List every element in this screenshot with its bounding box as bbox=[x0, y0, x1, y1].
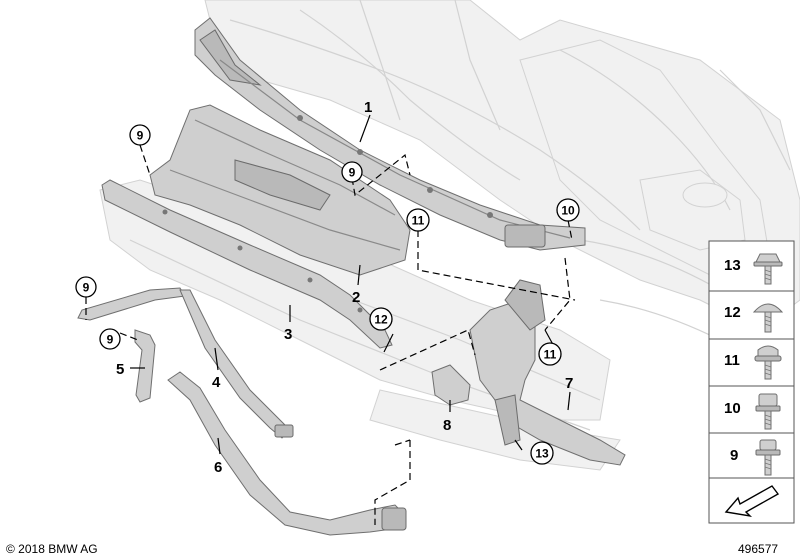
label-part-8: 8 bbox=[443, 417, 451, 434]
svg-text:9: 9 bbox=[349, 166, 356, 180]
hex-bolt-icon bbox=[755, 393, 781, 430]
callout-11-top: 11 bbox=[406, 208, 430, 232]
callout-9-shield: 9 bbox=[129, 124, 151, 146]
circled-callouts: 9 9 9 9 10 11 11 12 bbox=[75, 124, 580, 465]
label-part-5: 5 bbox=[116, 361, 124, 378]
legend-number-13: 13 bbox=[724, 257, 741, 274]
label-part-4: 4 bbox=[212, 374, 221, 391]
part-2-air-guide-shield bbox=[149, 104, 411, 276]
label-part-7: 7 bbox=[565, 375, 573, 392]
svg-text:9: 9 bbox=[137, 129, 144, 143]
leader-lines bbox=[85, 114, 576, 525]
svg-text:11: 11 bbox=[412, 214, 425, 228]
flange-screw-icon bbox=[755, 439, 781, 476]
callout-9-center: 9 bbox=[341, 161, 363, 183]
label-part-3: 3 bbox=[284, 326, 292, 343]
callout-13: 13 bbox=[530, 441, 554, 465]
callout-10: 10 bbox=[556, 198, 580, 222]
part-number-labels: 1 2 3 4 5 6 7 8 bbox=[116, 99, 573, 476]
part-6-lower-strut bbox=[167, 371, 407, 536]
label-part-6: 6 bbox=[214, 459, 222, 476]
collar-screw-icon bbox=[754, 345, 782, 380]
direction-arrow-icon bbox=[724, 485, 780, 518]
svg-text:9: 9 bbox=[83, 281, 90, 295]
svg-text:11: 11 bbox=[544, 348, 557, 362]
image-number: 496577 bbox=[738, 542, 778, 556]
part-8-mounting-plate bbox=[431, 364, 471, 406]
callout-9-bracket: 9 bbox=[99, 328, 121, 350]
svg-text:10: 10 bbox=[561, 204, 575, 218]
legend-number-10: 10 bbox=[724, 400, 741, 417]
label-part-1: 1 bbox=[364, 99, 372, 116]
part-5-bracket bbox=[134, 329, 156, 403]
hex-flange-screw-icon bbox=[753, 253, 783, 285]
fastener-legend: 13 12 11 10 9 bbox=[708, 240, 795, 524]
svg-text:12: 12 bbox=[374, 313, 388, 327]
legend-number-11: 11 bbox=[724, 352, 740, 369]
part-1-upper-cross-member bbox=[194, 17, 586, 251]
callout-9-bar: 9 bbox=[75, 276, 97, 298]
svg-text:13: 13 bbox=[535, 447, 549, 461]
legend-number-9: 9 bbox=[730, 447, 738, 464]
copyright-text: © 2018 BMW AG bbox=[6, 542, 98, 556]
callout-12: 12 bbox=[369, 307, 393, 331]
svg-text:9: 9 bbox=[107, 333, 114, 347]
round-head-screw-icon bbox=[752, 303, 784, 333]
label-part-2: 2 bbox=[352, 289, 360, 306]
legend-number-12: 12 bbox=[724, 304, 741, 321]
part-3-lower-cross-bar bbox=[101, 179, 393, 349]
callout-11-right: 11 bbox=[538, 342, 562, 366]
part-4-strut bbox=[77, 287, 294, 439]
